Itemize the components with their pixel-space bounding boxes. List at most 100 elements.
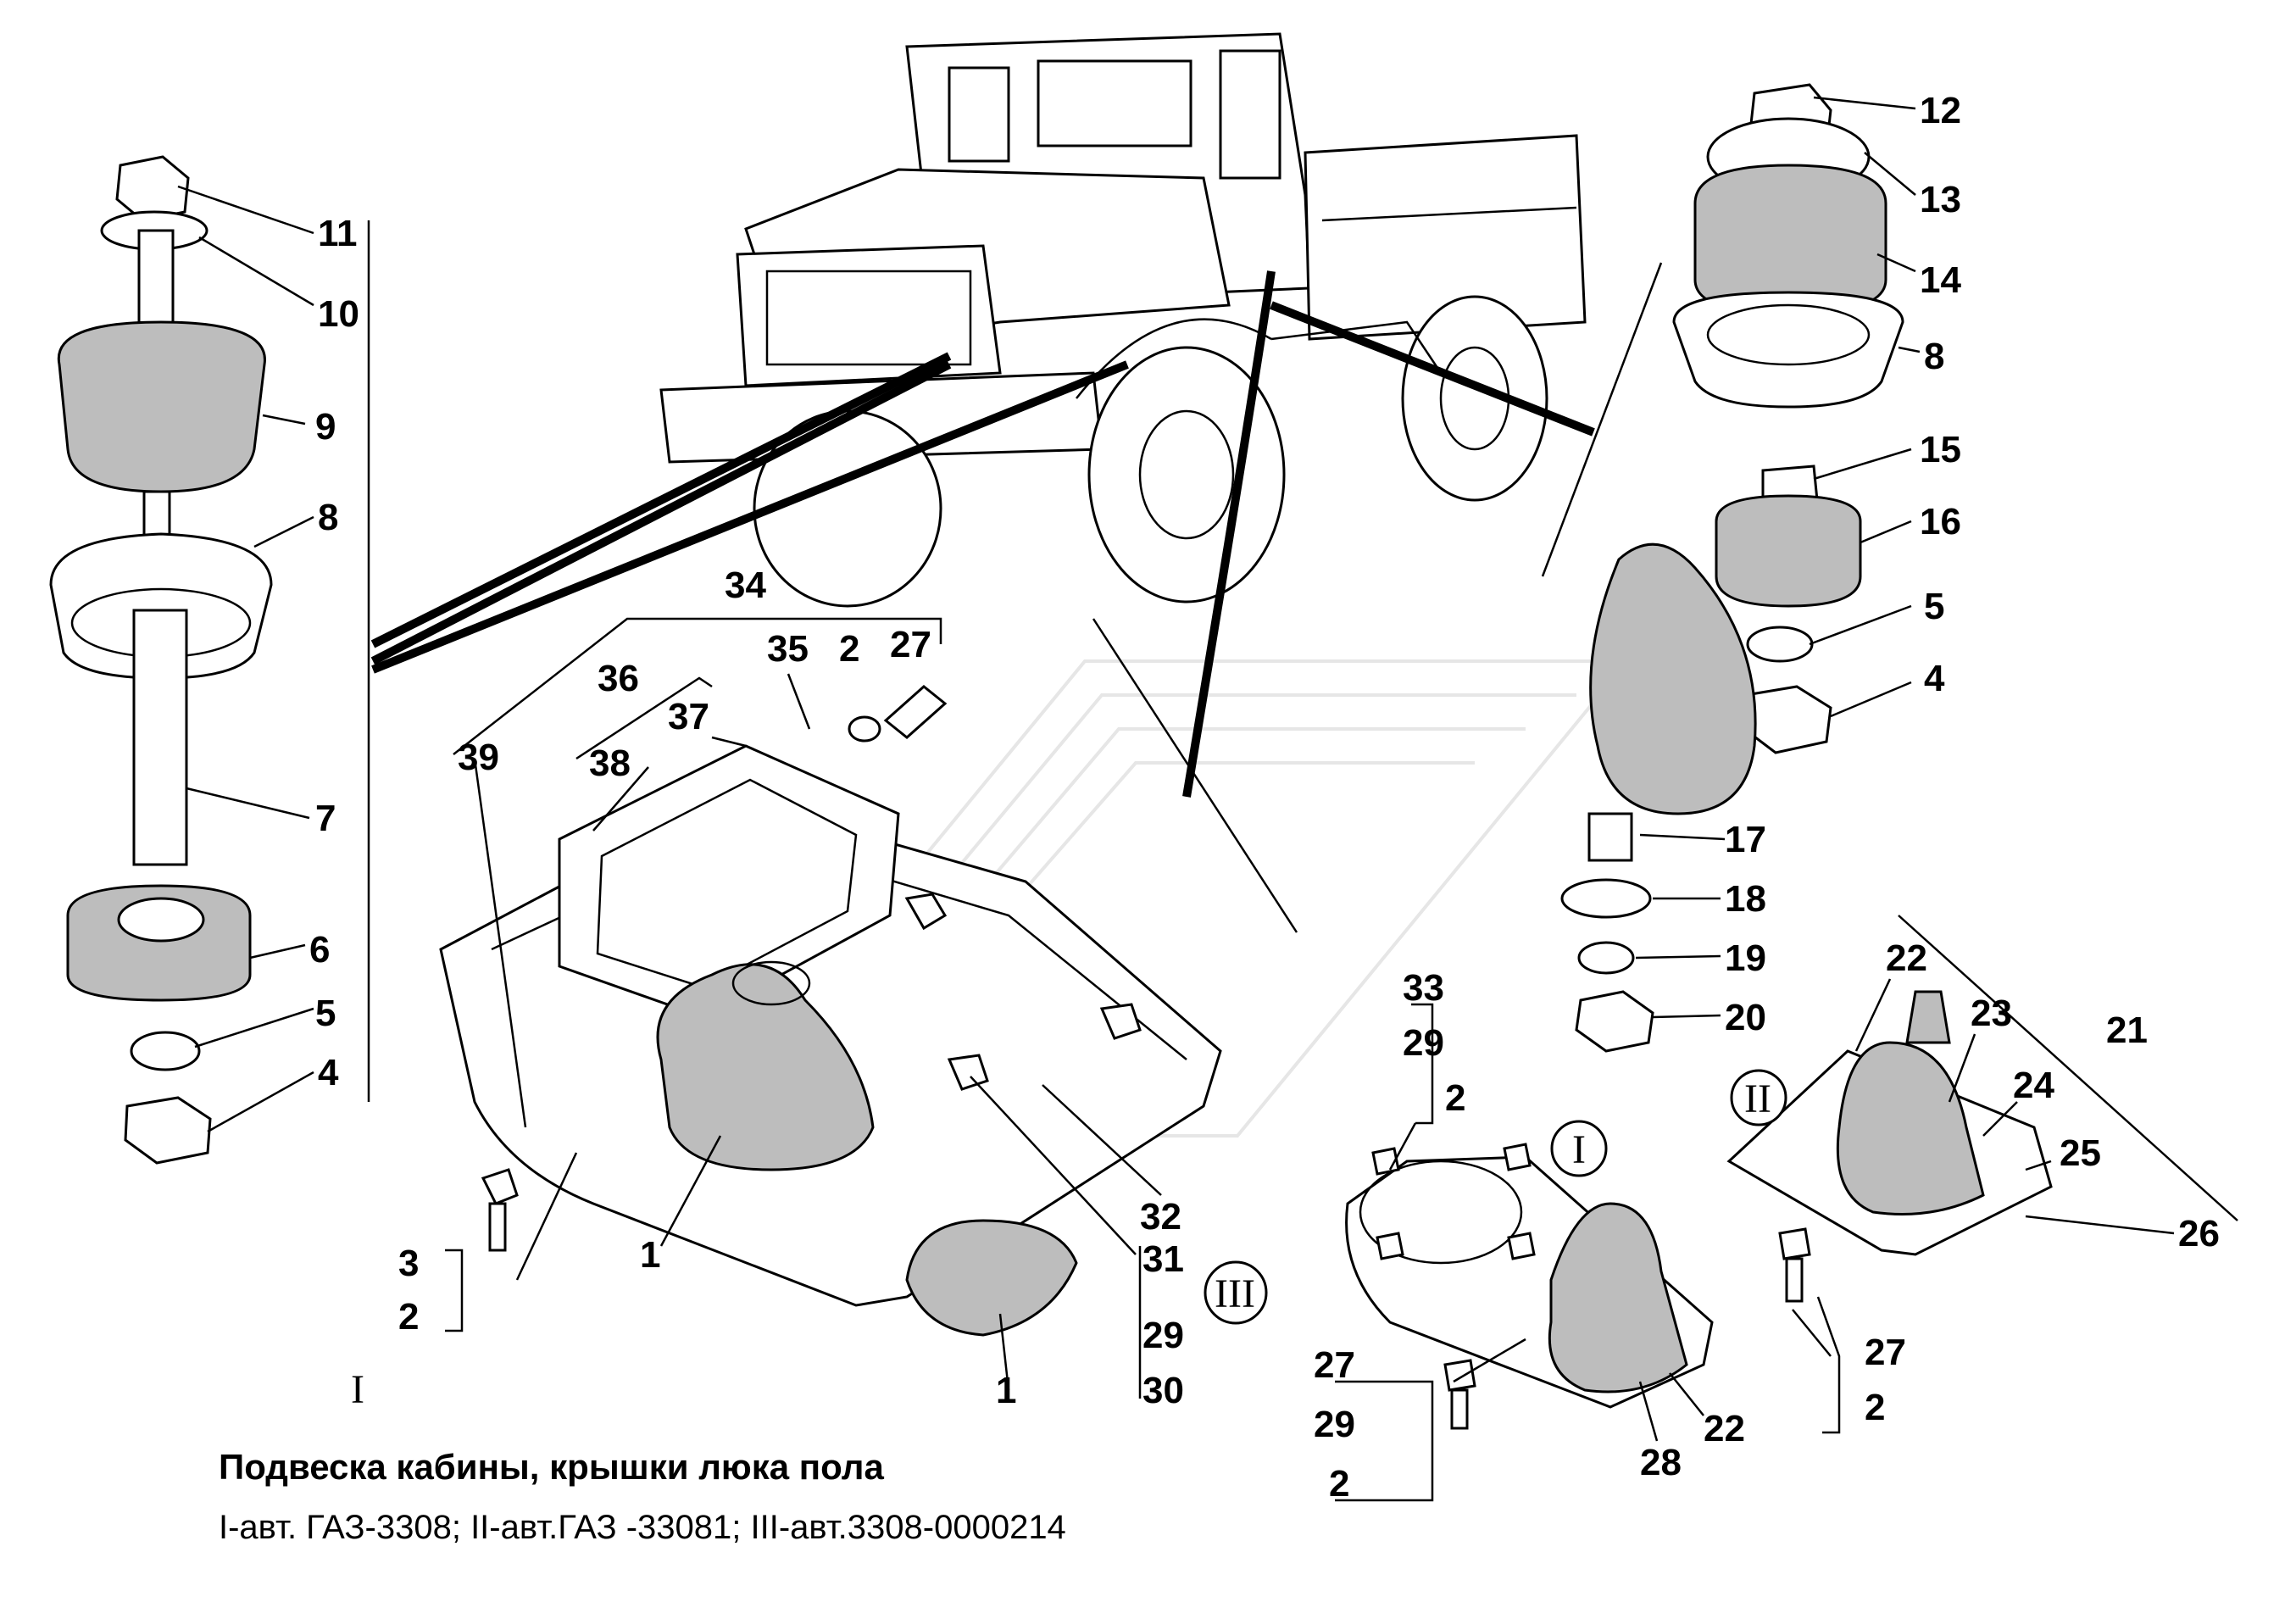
callout-1-bottom: 1 xyxy=(996,1370,1016,1411)
bolt-3-shank xyxy=(488,1202,507,1252)
rear-wheel xyxy=(1401,295,1548,502)
floor-hatch-cover-III xyxy=(439,685,1222,1337)
bracket-3-2 xyxy=(445,1249,464,1332)
bolt-27-II-shank xyxy=(1785,1257,1804,1303)
lock-washer-19 xyxy=(1577,941,1635,975)
right-mount-assembly xyxy=(1672,83,1904,754)
callout-27-top: 27 xyxy=(890,624,931,665)
variant-label-II: II xyxy=(1744,1076,1771,1121)
nut-20 xyxy=(1575,990,1654,1053)
callout-9: 9 xyxy=(315,406,336,448)
sleeve-7 xyxy=(132,609,188,866)
variant-circle-II xyxy=(1730,1069,1787,1126)
callout-2-I: 2 xyxy=(1445,1077,1465,1119)
callout-27-II: 27 xyxy=(1865,1332,1906,1373)
washer-18 xyxy=(1560,878,1652,919)
cover-III-leaders xyxy=(453,617,1162,1399)
callout-1-top: 1 xyxy=(640,1234,660,1276)
rubber-bushing-16 xyxy=(1715,494,1862,608)
callout-19: 19 xyxy=(1725,937,1766,979)
callout-2-left: 2 xyxy=(398,1296,419,1338)
location-leader-lines xyxy=(370,262,1663,933)
callout-6: 6 xyxy=(309,929,330,971)
callout-32: 32 xyxy=(1140,1196,1181,1238)
callout-15: 15 xyxy=(1920,429,1961,470)
truck-illustration xyxy=(659,32,1587,608)
callout-4-left: 4 xyxy=(318,1052,339,1093)
callout-33: 33 xyxy=(1403,967,1444,1009)
floor-hatch-cover-II xyxy=(1726,990,2053,1303)
callout-30: 30 xyxy=(1142,1370,1184,1411)
cab-rear-window xyxy=(1037,59,1192,147)
right-callout-leaders xyxy=(1809,96,1921,718)
callout-8-left: 8 xyxy=(318,497,338,538)
plug-2-top xyxy=(848,715,881,743)
callout-29-mid: 29 xyxy=(1142,1315,1184,1356)
callout-39: 39 xyxy=(458,737,499,778)
bolt-27-I-head xyxy=(1443,1359,1476,1392)
caption-subtitle: I-авт. ГАЗ-3308; II-авт.ГАЗ -33081; III-… xyxy=(219,1509,1066,1546)
rubber-bumper-17 xyxy=(1589,542,1757,815)
threaded-stud xyxy=(142,490,171,540)
cab-door-window xyxy=(1219,49,1281,180)
callout-29-I-bottom: 29 xyxy=(1314,1404,1355,1445)
callout-25: 25 xyxy=(2060,1132,2101,1174)
callout-7: 7 xyxy=(315,798,336,839)
callout-12: 12 xyxy=(1920,90,1961,131)
callout-2-II: 2 xyxy=(1865,1387,1885,1428)
callout-24: 24 xyxy=(2013,1065,2054,1106)
callout-5-left: 5 xyxy=(315,993,336,1034)
callout-31: 31 xyxy=(1142,1238,1184,1280)
lock-washer-5-right xyxy=(1746,626,1814,663)
left-callout-leaders xyxy=(177,185,314,1133)
variant-label-III: III xyxy=(1215,1271,1255,1316)
callout-18: 18 xyxy=(1725,878,1766,920)
bolt-27-II-head xyxy=(1778,1227,1811,1260)
callout-28: 28 xyxy=(1640,1442,1682,1483)
callout-27-I: 27 xyxy=(1314,1344,1355,1386)
callout-23: 23 xyxy=(1971,993,2012,1034)
bolt-3-head xyxy=(481,1168,519,1205)
callout-26: 26 xyxy=(2178,1213,2220,1254)
callout-3: 3 xyxy=(398,1243,419,1284)
front-wheel-right xyxy=(1087,346,1286,604)
variant-markers: I I II III xyxy=(351,1069,1787,1412)
callout-10: 10 xyxy=(318,293,359,335)
variant-circle-III xyxy=(1204,1260,1268,1325)
bumper-callout-leaders xyxy=(1635,833,1726,1019)
callout-8-right: 8 xyxy=(1924,336,1944,377)
callout-36: 36 xyxy=(598,658,639,699)
rubber-bushing-6 xyxy=(66,884,252,1002)
callout-20: 20 xyxy=(1725,997,1766,1038)
rubber-cushion-9 xyxy=(57,320,266,493)
cover-II-leaders xyxy=(1792,915,2238,1434)
nut-4-right xyxy=(1743,685,1832,754)
callout-16: 16 xyxy=(1920,501,1961,542)
left-mount-assembly xyxy=(49,155,370,1165)
variant-circle-I xyxy=(1550,1120,1608,1177)
bolt-hex-head xyxy=(115,155,190,222)
nut-4 xyxy=(124,1096,212,1165)
floor-hatch-cover-I xyxy=(1345,1143,1714,1430)
callout-5-right: 5 xyxy=(1924,586,1944,627)
bumper-stud xyxy=(1587,812,1633,862)
callout-34: 34 xyxy=(725,565,766,606)
callout-labels: 11 10 9 8 7 6 5 4 12 13 14 8 15 16 5 4 1… xyxy=(309,90,2220,1505)
caption-title: Подвеска кабины, крышки люка пола xyxy=(219,1447,884,1487)
rebound-bumper-assembly xyxy=(1560,542,1757,1053)
lever-boot-I xyxy=(1548,1202,1688,1393)
callout-13: 13 xyxy=(1920,179,1961,220)
callout-2-I-bottom: 2 xyxy=(1329,1463,1349,1505)
cup-8-right xyxy=(1672,291,1904,409)
callout-2-top: 2 xyxy=(839,628,859,670)
cover-I-leaders xyxy=(1335,1003,1704,1502)
callout-35: 35 xyxy=(767,628,809,670)
callout-14: 14 xyxy=(1920,259,1961,301)
variant-label-I: I xyxy=(1572,1127,1586,1172)
callout-4-right: 4 xyxy=(1924,658,1945,699)
variant-label-left-I: I xyxy=(351,1367,364,1412)
lock-washer-5 xyxy=(130,1031,201,1071)
callout-21: 21 xyxy=(2106,1010,2148,1051)
